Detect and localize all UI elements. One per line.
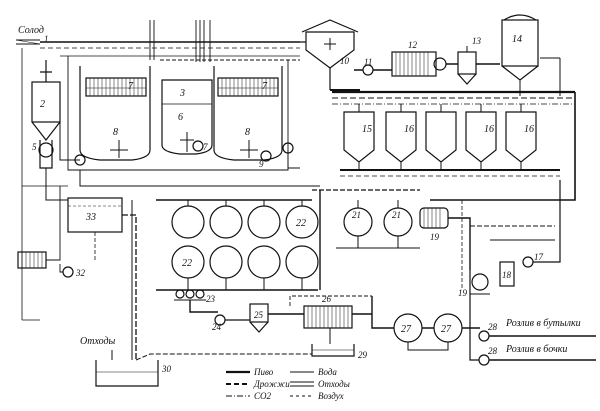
pump-19: 19 [458,273,490,298]
num-21a: 21 [352,210,361,220]
num-16c: 16 [484,124,494,135]
barrel-label: Розлив в бочки [505,344,567,355]
num-29: 29 [358,350,368,360]
num-23: 23 [206,294,216,304]
legend-water: Вода [318,367,337,377]
num-7a: 7 [128,81,134,92]
waste-tray-29: 29 [311,344,368,360]
filter-press-26: 26 [303,294,353,329]
outlet-28a [478,330,490,342]
num-13: 13 [472,36,482,46]
legend-yeast: Дрожжи [253,379,290,389]
malt-input: Солод 1 [15,25,49,45]
num-12: 12 [408,40,418,50]
legend: Пиво Дрожжи CO2 Вода Отходы Воздух [226,367,350,401]
num-6: 7 [203,142,208,152]
num-18: 18 [502,270,512,280]
num-17: 17 [534,252,544,262]
mash-tun-7-right: 7 8 9 [213,66,283,169]
num-3: 5 [32,142,37,152]
num-11: 11 [364,57,372,67]
num-14: 14 [512,34,522,45]
pump-6 [192,140,204,152]
num-31: 33 [85,212,96,223]
tank-16a: 16 [385,104,417,163]
num-22b: 22 [182,258,192,269]
num-30: 30 [161,364,172,374]
fermentation-tanks: 15 16 16 16 [343,104,537,163]
yeast-tank-14: 14 [501,14,539,81]
waste-tray-30: 30 [95,360,172,387]
num-27b: 27 [441,324,452,335]
filter-13: 13 [457,36,482,85]
num-21b: 21 [392,210,401,220]
legend-beer: Пиво [253,367,274,377]
num-32: 32 [75,268,86,278]
num-24: 24 [212,322,222,332]
filter-18: 18 [499,261,515,287]
heat-exchanger-33 [17,251,47,269]
tank-16c: 16 [465,104,497,163]
pump-9 [260,150,272,162]
num-2: 2 [40,99,45,110]
legend-waste: Отходы [318,379,350,389]
num-22a: 22 [296,218,306,229]
malt-hopper-2: 2 5 [31,60,61,169]
pump [74,154,86,166]
num-5: 6 [178,112,183,123]
tank-25: 25 [249,303,269,333]
num-19: 19 [458,288,468,298]
num-28b: 28 [488,346,498,356]
hop-separator-10: 10 [301,19,359,69]
tank-16d: 16 [505,104,537,163]
pump-17 [522,256,534,268]
meters-23: 23 [174,289,216,304]
num-25: 25 [254,310,264,320]
pump-32 [62,266,74,278]
num-10: 10 [340,56,350,66]
waste-label: Отходы [80,336,116,347]
num-28a: 28 [488,322,498,332]
num-1: 1 [44,34,49,44]
num-16d: 16 [524,124,534,135]
bottle-label: Розлив в бутылки [505,318,581,329]
tank-16b [425,104,457,163]
num-7b: 7 [262,81,268,92]
num-26: 26 [322,294,332,304]
num-8a: 8 [113,127,118,138]
num-4: 3 [179,88,185,99]
malt-label: Солод [18,25,44,36]
separator-20: 19 [419,207,449,242]
num-9: 9 [259,159,264,169]
kettle-4: 3 6 7 [161,79,213,155]
legend-co2: CO2 [254,391,272,401]
lager-tanks-22: 22 22 [156,199,319,291]
num-16a: 16 [404,124,414,135]
legend-air: Воздух [318,391,344,401]
mash-tun-7-left: 7 8 [79,66,151,161]
outlet-28b [478,354,490,366]
num-27a: 27 [401,324,412,335]
tank-15: 15 [343,104,375,163]
cooler-12: 12 [391,40,447,77]
num-20: 19 [430,232,440,242]
num-15: 15 [362,124,372,135]
num-8b: 8 [245,127,250,138]
water-tank-31: 33 [67,197,123,233]
centrifuges-21: 21 21 [343,200,413,248]
